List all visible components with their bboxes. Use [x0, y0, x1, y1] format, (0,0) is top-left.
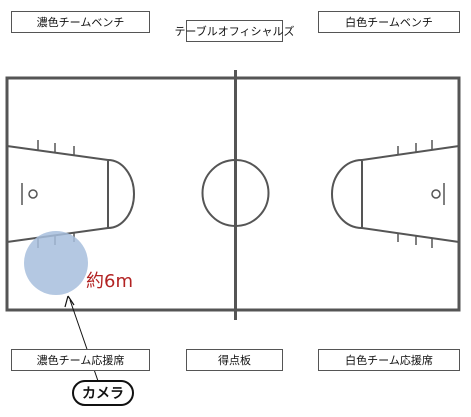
camera-zone: [24, 231, 88, 295]
distance-annotation: 約6m: [86, 271, 133, 292]
right-lane-marks: [397, 140, 433, 248]
left-hoop: [28, 189, 38, 199]
table-officials-label: テーブルオフィシャルズ: [174, 20, 295, 42]
camera-arrow-head: [64, 295, 75, 308]
court-boundary: [5, 76, 461, 312]
white-team-cheering-label: 白色チーム応援席: [318, 349, 460, 371]
right-key: [361, 145, 460, 243]
white-team-bench-label: 白色チームベンチ: [318, 11, 460, 33]
right-hoop: [431, 189, 441, 199]
dark-team-bench-label: 濃色チームベンチ: [11, 11, 150, 33]
camera-label: カメラ: [72, 380, 134, 406]
scoreboard-label: 得点板: [186, 349, 283, 371]
right-free-throw-arc: [331, 159, 363, 229]
dark-team-cheering-label: 濃色チーム応援席: [11, 349, 150, 371]
center-circle: [201, 159, 270, 227]
left-free-throw-arc: [107, 159, 135, 229]
